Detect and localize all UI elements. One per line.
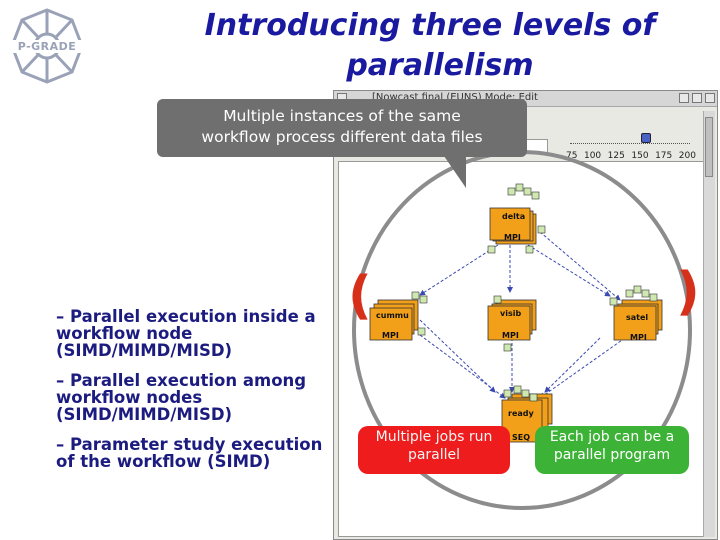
zoom-level[interactable]: 175 — [655, 151, 673, 161]
zoom-level[interactable]: 125 — [607, 151, 625, 161]
multiple-jobs-box: Multiple jobs run parallel — [358, 426, 510, 474]
node-name: cummu — [376, 311, 409, 320]
bullet-item: – Parallel execution among workflow node… — [56, 371, 307, 424]
zoom-slider-handle[interactable] — [641, 133, 651, 143]
title-line-1: Introducing three levels of — [204, 8, 656, 43]
callout-pointer — [444, 156, 466, 188]
bullet-list: – Parallel execution inside a workflow n… — [56, 308, 336, 483]
callout-line-2: workflow process different data files — [201, 128, 483, 146]
green-box-line-1: Each job can be a — [549, 429, 675, 445]
edge — [539, 337, 626, 399]
scrollbar-thumb[interactable] — [705, 117, 713, 177]
edge — [539, 231, 621, 301]
zoom-level[interactable]: 100 — [583, 151, 602, 161]
red-box-line-2: parallel — [407, 447, 461, 463]
node-type: MPI — [630, 333, 647, 342]
minimize-button[interactable] — [679, 93, 689, 103]
node-type: MPI — [504, 233, 521, 242]
node-name: visib — [500, 309, 521, 318]
close-button[interactable] — [705, 93, 715, 103]
zoom-level[interactable]: 150 — [631, 151, 649, 161]
edge — [544, 337, 601, 393]
bullet-item: – Parallel execution inside a workflow n… — [56, 307, 316, 360]
green-box-line-2: parallel program — [553, 447, 671, 463]
parallel-program-box: Each job can be a parallel program — [535, 426, 689, 474]
logo-text: P-GRADE — [18, 40, 77, 53]
workflow-node-ready: ready SEQ — [501, 385, 553, 443]
edge — [419, 244, 499, 296]
p-grade-logo: P-GRADE — [8, 8, 86, 84]
workflow-node-satel: satel MPI — [609, 285, 663, 342]
zoom-track — [570, 143, 690, 144]
vertical-scrollbar[interactable] — [703, 111, 715, 537]
zoom-levels: 75 100 125 150 175 200 — [566, 151, 696, 161]
edge — [419, 334, 506, 399]
node-name: satel — [626, 313, 648, 322]
slide-title: Introducing three levels of parallelism — [150, 6, 710, 86]
right-paren-icon: ) — [676, 262, 700, 322]
zoom-level[interactable]: 200 — [678, 151, 696, 161]
maximize-button[interactable] — [692, 93, 702, 103]
workflow-node-visib: visib MPI — [487, 295, 537, 352]
title-line-2: parallelism — [346, 48, 534, 83]
node-type: SEQ — [512, 433, 530, 442]
workflow-node-cummu: cummu MPI — [369, 291, 428, 341]
callout-line-1: Multiple instances of the same — [223, 107, 461, 125]
node-name: ready — [508, 409, 534, 418]
left-paren-icon: ( — [348, 266, 372, 326]
edge — [419, 319, 496, 393]
node-type: MPI — [502, 331, 519, 340]
edge — [527, 244, 611, 297]
bullet-item: – Parameter study execution of the workf… — [56, 435, 323, 471]
node-type: MPI — [382, 331, 399, 340]
window-title: [Nowcast final (EUNS) Mode: Edit — [372, 92, 538, 103]
red-box-line-1: Multiple jobs run — [375, 429, 493, 445]
callout-box: Multiple instances of the same workflow … — [157, 99, 527, 157]
zoom-level[interactable]: 75 — [566, 151, 578, 161]
node-name: delta — [502, 212, 525, 221]
workflow-node-delta: delta MPI — [487, 183, 546, 254]
